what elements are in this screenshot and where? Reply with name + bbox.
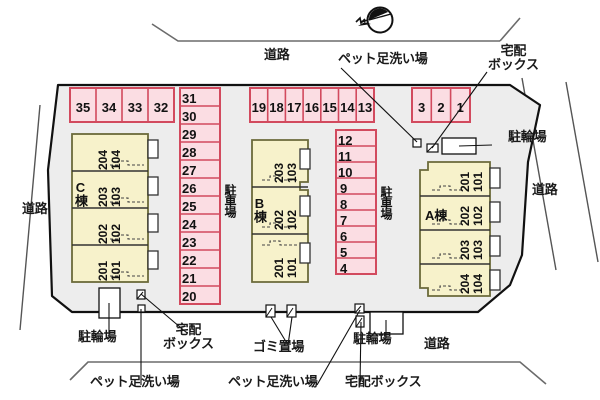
building-c[interactable] (71, 133, 159, 283)
unit-label[interactable]: 203 (458, 239, 472, 260)
building-name-a: A棟 (425, 208, 448, 223)
parking-stall[interactable]: 33 (127, 100, 143, 115)
parking-row-top-right[interactable] (411, 87, 471, 123)
parking-label-left-col: 駐車場 (223, 184, 237, 217)
unit-label[interactable]: 203 (272, 162, 286, 183)
unit-label[interactable]: 104 (109, 149, 123, 170)
annotation-trash-area: ゴミ置場 (253, 339, 305, 354)
parking-stall[interactable]: 7 (340, 213, 348, 228)
annotation-pet-wash-bottom-left: ペット足洗い場 (90, 374, 180, 389)
annotation-delivery-box-bottom-left: 宅配 ボックス (163, 323, 214, 350)
parking-stall[interactable]: 1 (456, 100, 464, 115)
parking-stall[interactable]: 12 (338, 133, 353, 148)
parking-stall[interactable]: 13 (357, 100, 373, 115)
unit-label[interactable]: 202 (272, 209, 286, 230)
unit-label[interactable]: 104 (471, 273, 485, 294)
road-label-right: 道路 (532, 182, 558, 197)
annotation-bicycle-bottom-right: 駐輪場 (353, 331, 392, 346)
parking-stall[interactable]: 26 (182, 181, 197, 196)
unit-label[interactable]: 204 (458, 273, 472, 294)
parking-stall[interactable]: 15 (322, 100, 337, 115)
parking-label-mid-col: 駐車場 (379, 186, 393, 219)
parking-row-top-mid[interactable] (249, 87, 375, 123)
parking-stall[interactable]: 6 (340, 229, 348, 244)
annotation-delivery-box-top-line2: ボックス (488, 56, 539, 72)
annotation-bicycle-bottom-left: 駐輪場 (78, 329, 117, 344)
road-label-left: 道路 (22, 201, 48, 216)
parking-stall[interactable]: 24 (182, 217, 197, 232)
parking-stall[interactable]: 4 (340, 261, 348, 276)
building-name-c: C棟 (73, 180, 88, 206)
parking-stall[interactable]: 30 (182, 109, 197, 124)
parking-stall[interactable]: 27 (182, 163, 197, 178)
annotation-delivery-box-bottom-left-line2: ボックス (163, 335, 214, 351)
annotation-pet-wash-top: ペット足洗い場 (338, 51, 428, 66)
parking-stall[interactable]: 22 (182, 253, 197, 268)
parking-stall[interactable]: 3 (418, 100, 426, 115)
parking-stall[interactable]: 8 (340, 197, 348, 212)
unit-label[interactable]: 201 (96, 260, 110, 281)
parking-stall[interactable]: 2 (437, 100, 445, 115)
building-name-b: B棟 (252, 196, 267, 222)
unit-label[interactable]: 202 (458, 205, 472, 226)
unit-label[interactable]: 102 (471, 205, 485, 226)
annotation-delivery-box-top-line1: 宅配 (500, 43, 527, 58)
parking-stall[interactable]: 20 (182, 289, 197, 304)
unit-label[interactable]: 204 (96, 149, 110, 170)
annotation-delivery-box-bottom-left-line1: 宅配 (175, 322, 202, 337)
unit-label[interactable]: 103 (109, 186, 123, 207)
parking-stall[interactable]: 32 (153, 100, 169, 115)
unit-label[interactable]: 101 (471, 171, 485, 192)
unit-label[interactable]: 102 (285, 209, 299, 230)
annotation-bicycle-right: 駐輪場 (508, 129, 547, 144)
unit-label[interactable]: 201 (458, 171, 472, 192)
parking-stall[interactable]: 23 (182, 235, 197, 250)
annotation-delivery-box-bottom-right: 宅配ボックス (345, 374, 422, 389)
parking-stall[interactable]: 28 (182, 145, 197, 160)
parking-col-mid[interactable] (335, 129, 377, 275)
parking-row-top-left[interactable] (69, 87, 175, 123)
parking-col-left[interactable] (179, 87, 221, 305)
unit-label[interactable]: 203 (96, 186, 110, 207)
road-label-bottom: 道路 (424, 336, 450, 351)
parking-stall[interactable]: 21 (182, 271, 197, 286)
building-b[interactable] (251, 139, 311, 283)
parking-stall[interactable]: 17 (287, 100, 302, 115)
unit-label[interactable]: 103 (471, 239, 485, 260)
parking-stall[interactable]: 31 (182, 91, 197, 106)
unit-label[interactable]: 103 (285, 162, 299, 183)
parking-stall[interactable]: 19 (251, 100, 267, 115)
parking-stall[interactable]: 18 (269, 100, 284, 115)
road-label-top: 道路 (264, 47, 290, 62)
parking-stall[interactable]: 10 (338, 165, 353, 180)
annotation-delivery-box-top: 宅配 ボックス (488, 44, 539, 71)
unit-label[interactable]: 102 (109, 223, 123, 244)
parking-stall[interactable]: 16 (304, 100, 320, 115)
parking-stall[interactable]: 5 (340, 245, 348, 260)
building-a[interactable] (419, 161, 501, 297)
parking-stall[interactable]: 9 (340, 181, 348, 196)
parking-stall[interactable]: 35 (75, 100, 91, 115)
parking-stall[interactable]: 29 (182, 127, 197, 142)
unit-label[interactable]: 201 (272, 257, 286, 278)
north-arrow-icon (355, 6, 394, 34)
parking-stall[interactable]: 11 (338, 149, 352, 164)
unit-label[interactable]: 202 (96, 223, 110, 244)
annotation-pet-wash-bottom-mid: ペット足洗い場 (228, 374, 318, 389)
parking-stall[interactable]: 14 (340, 100, 355, 115)
unit-label[interactable]: 101 (285, 257, 299, 278)
parking-stall[interactable]: 34 (101, 100, 117, 115)
parking-stall[interactable]: 25 (182, 199, 197, 214)
unit-label[interactable]: 101 (109, 260, 123, 281)
leader-lines (108, 67, 493, 386)
